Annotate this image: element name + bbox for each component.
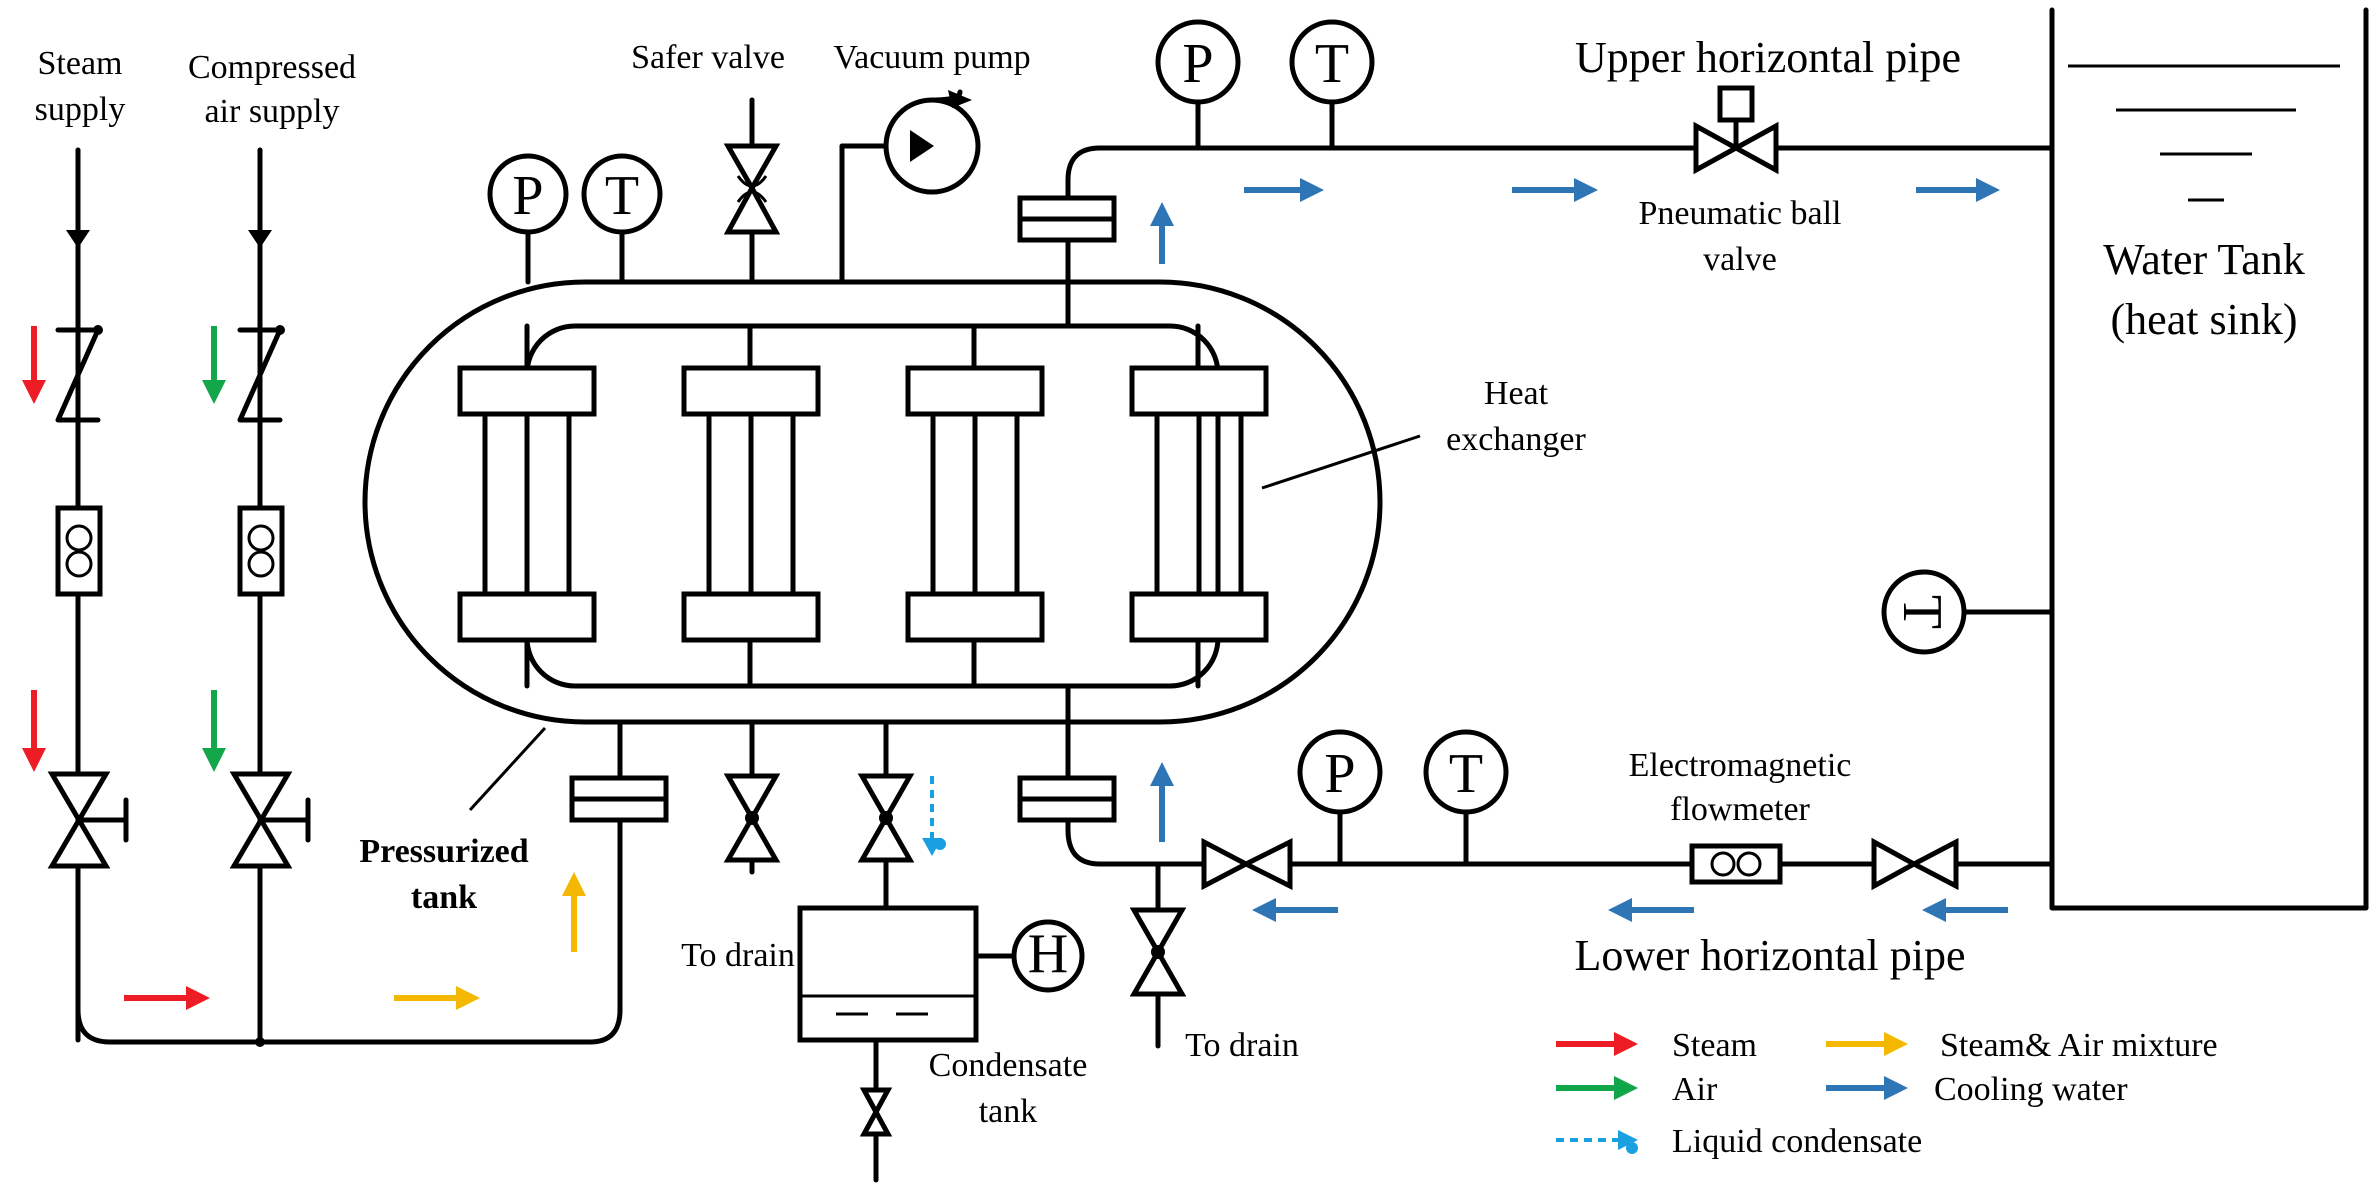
gauge-letter: T xyxy=(605,165,639,227)
pneumatic-valve-label-line1: Pneumatic ball xyxy=(1638,195,1841,232)
upper-pipe-label: Upper horizontal pipe xyxy=(1575,33,1961,82)
flowmeter-label-line2: flowmeter xyxy=(1670,791,1810,828)
lower-pressure-gauge: P xyxy=(1297,729,1383,867)
pressurized-tank-leader-line xyxy=(468,726,547,812)
legend-item-air: Air xyxy=(1556,1071,1718,1108)
safer-valve-label: Safer valve xyxy=(631,39,785,76)
lower-drain-valve xyxy=(1129,861,1187,1049)
air-supply-label-line2: air supply xyxy=(204,93,339,130)
supply-arrow-icon xyxy=(248,230,272,248)
heat-exchanger-leader-line xyxy=(1261,434,1421,490)
condensate-flow-arrow xyxy=(922,776,946,856)
condensate-tank-label-line2: tank xyxy=(979,1093,1038,1130)
electromagnetic-flowmeter xyxy=(1689,843,1783,885)
mixture-inlet-fitting xyxy=(569,719,669,823)
cooling-flow-arrows xyxy=(1150,178,2008,922)
flowmeter-label-line1: Electromagnetic xyxy=(1629,747,1852,784)
heat-exchanger-label-line2: exchanger xyxy=(1446,421,1586,458)
condensate-tank-label-line1: Condensate xyxy=(929,1047,1088,1084)
water-tank-label-line1: Water Tank xyxy=(2103,235,2304,284)
gauge-letter: T xyxy=(1891,595,1953,629)
pressurized-tank-label-line1: Pressurized xyxy=(359,833,528,870)
check-valve-icon xyxy=(237,327,283,423)
steam-supply-line xyxy=(47,147,129,1043)
heat-exchanger-module xyxy=(1129,323,1269,689)
gauge-letter: T xyxy=(1315,33,1349,95)
steam-flow-arrows xyxy=(22,326,210,1010)
safety-valve-icon xyxy=(723,143,781,235)
tank-pressure-gauge: P xyxy=(487,153,569,285)
safer-valve xyxy=(723,97,781,285)
mixture-flow-arrows xyxy=(394,872,586,1010)
to-drain-right-label: To drain xyxy=(1185,1027,1299,1064)
lower-horizontal-pipe xyxy=(1065,817,2053,867)
legend-label: Air xyxy=(1672,1071,1718,1108)
legend: Steam Steam& Air mixture Air Cooling wat… xyxy=(1556,1027,2218,1160)
steam-supply-label-line2: supply xyxy=(35,91,126,128)
lower-inlet-fitting xyxy=(1017,683,1117,823)
upper-temperature-gauge: T xyxy=(1289,19,1375,151)
legend-item-steam: Steam xyxy=(1556,1027,1757,1064)
to-drain-left-label: To drain xyxy=(681,937,795,974)
upper-horizontal-pipe xyxy=(1065,145,2053,201)
check-valve-icon xyxy=(55,327,101,423)
tank-temperature-gauge: T xyxy=(581,153,663,285)
pneumatic-valve-label-line2: valve xyxy=(1703,241,1777,278)
lower-gate-valve-icon xyxy=(1201,837,1293,891)
lower-return-valve-icon xyxy=(1871,837,1959,891)
water-tank: T xyxy=(1881,7,2369,911)
gauge-letter: T xyxy=(1449,743,1483,805)
legend-label: Liquid condensate xyxy=(1672,1123,1922,1160)
flowmeter-icon xyxy=(1689,843,1783,885)
actuator-icon xyxy=(1717,85,1755,123)
lower-pipe-label: Lower horizontal pipe xyxy=(1575,931,1966,980)
condensate-tank: H xyxy=(797,905,1085,1183)
air-supply-line xyxy=(229,147,311,1043)
upper-outlet-fitting xyxy=(1017,195,1117,329)
legend-label: Steam xyxy=(1672,1027,1757,1064)
tank-drain-valve xyxy=(723,719,781,875)
heat-exchanger-module xyxy=(905,323,1045,689)
steam-flowmeter-icon xyxy=(55,505,103,597)
legend-item-mixture: Steam& Air mixture xyxy=(1826,1027,2218,1064)
supply-manifold-pipe xyxy=(75,737,623,1045)
vacuum-pump-label: Vacuum pump xyxy=(833,39,1030,76)
upper-pressure-gauge: P xyxy=(1155,19,1241,151)
heat-exchanger-modules xyxy=(457,323,1269,689)
lower-temperature-gauge: T xyxy=(1423,729,1509,867)
legend-item-condensate: Liquid condensate xyxy=(1556,1123,1922,1160)
condensate-drain-valve-icon xyxy=(859,1087,893,1137)
condensate-valve xyxy=(857,719,915,911)
heat-exchanger-frame xyxy=(524,323,1221,689)
gauge-letter: P xyxy=(1324,743,1355,805)
heat-exchanger-label-line1: Heat xyxy=(1484,375,1549,412)
legend-item-cooling: Cooling water xyxy=(1826,1071,2128,1108)
heat-exchanger-module xyxy=(457,323,597,689)
tank-thermometer xyxy=(1881,569,1967,655)
legend-label: Steam& Air mixture xyxy=(1940,1027,2218,1064)
level-gauge xyxy=(1011,919,1085,993)
steam-supply-label-line1: Steam xyxy=(38,45,123,82)
vacuum-pump xyxy=(839,89,981,285)
gauge-letter: P xyxy=(512,165,543,227)
legend-label: Cooling water xyxy=(1934,1071,2128,1108)
gauge-letter: P xyxy=(1182,33,1213,95)
pneumatic-ball-valve xyxy=(1693,85,1779,175)
air-supply-label-line1: Compressed xyxy=(188,49,356,86)
supply-arrow-icon xyxy=(66,230,90,248)
heat-exchanger-module xyxy=(681,323,821,689)
water-tank-label-line2: (heat sink) xyxy=(2111,295,2298,344)
pressurized-tank-label-line2: tank xyxy=(411,879,477,916)
pressurized-tank xyxy=(362,279,1383,725)
gauge-letter: H xyxy=(1028,923,1068,985)
